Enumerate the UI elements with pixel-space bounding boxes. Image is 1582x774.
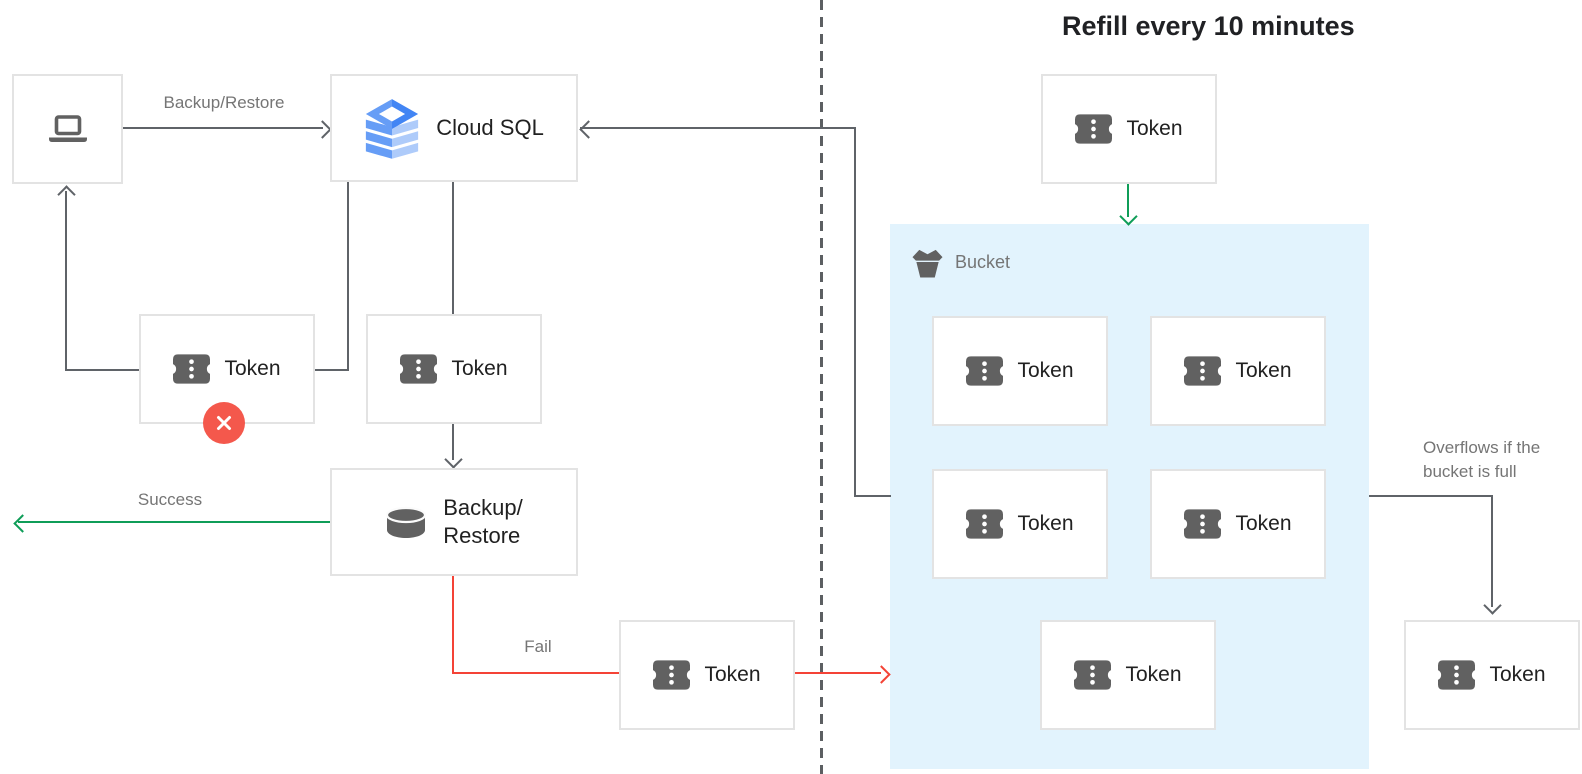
edge-label-backup-restore: Backup/Restore [163, 93, 285, 112]
token-box-consume: Token [366, 314, 542, 424]
token-icon [966, 356, 1004, 386]
edge-bucket-to-cloudsql-stub [854, 495, 891, 497]
edge-fail-vertical [452, 576, 454, 674]
bucket-tag: Bucket [911, 247, 1010, 278]
token-box-fail: Token [619, 620, 795, 730]
edge-client-to-cloudsql [123, 127, 323, 129]
token-icon [173, 354, 211, 384]
token-icon [1184, 356, 1222, 386]
token-label: Token [224, 357, 281, 380]
edge-returned-token-to-client-horizontal [66, 369, 140, 371]
edge-refill [1127, 184, 1129, 217]
token-label: Token [1235, 359, 1292, 382]
edge-overflow-horizontal [1369, 495, 1492, 497]
edge-returned-token-to-client-vertical [65, 191, 67, 371]
token-box-returned: Token [139, 314, 315, 444]
bucket-token-3: Token [932, 469, 1108, 579]
backup-label-line2: Restore [443, 523, 521, 548]
token-label: Token [1125, 663, 1182, 686]
token-label: Token [1489, 663, 1546, 686]
cloud-sql-icon [364, 97, 420, 159]
edge-label-success: Success [137, 490, 203, 509]
edge-fail-horizontal [452, 672, 619, 674]
edge-success [18, 521, 330, 523]
token-label: Token [1017, 512, 1074, 535]
arrowhead-refill-into-bucket [1119, 207, 1138, 226]
database-icon [385, 506, 427, 539]
token-label: Token [704, 663, 761, 686]
edge-bucket-to-cloudsql-vertical [854, 127, 856, 497]
token-label: Token [1017, 359, 1074, 382]
refill-title: Refill every 10 minutes [1062, 11, 1355, 41]
arrowhead-fail-into-bucket [872, 665, 891, 684]
bucket-token-2: Token [1150, 316, 1326, 426]
bucket-icon [911, 247, 944, 278]
arrowhead-overflow [1483, 596, 1502, 615]
edge-label-fail: Fail [524, 637, 552, 656]
edge-token-to-backup [452, 424, 454, 460]
client-box [12, 74, 123, 184]
token-icon [1075, 114, 1113, 144]
edge-label-overflow: Overflows if the bucket is full [1423, 436, 1540, 484]
error-icon [203, 402, 245, 444]
overflow-label-line1: Overflows if the [1423, 438, 1541, 457]
arrowhead-into-cloudsql-right [579, 120, 598, 139]
token-label: Token [1235, 512, 1292, 535]
edge-bucket-to-cloudsql-top [580, 127, 856, 129]
backup-label-line1: Backup/ [443, 495, 523, 520]
edge-cloudsql-to-token [452, 182, 454, 314]
backup-restore-label: Backup/ Restore [443, 494, 523, 550]
bucket-token-5: Token [1040, 620, 1216, 730]
cloud-sql-label: Cloud SQL [436, 115, 544, 140]
arrowhead-into-cloudsql-left [313, 120, 332, 139]
laptop-icon [48, 115, 88, 143]
edge-cloudsql-to-returned-token-stub [315, 369, 349, 371]
cloud-sql-box: Cloud SQL [330, 74, 578, 182]
arrowhead-into-client [57, 185, 76, 204]
token-icon [966, 509, 1004, 539]
edge-cloudsql-to-returned-token-vertical [347, 182, 349, 371]
token-icon [1074, 660, 1112, 690]
divider-dashed-line [820, 0, 823, 774]
bucket-label: Bucket [955, 252, 1011, 272]
token-icon [653, 660, 691, 690]
edge-overflow-vertical [1491, 495, 1493, 607]
token-label: Token [1126, 117, 1183, 140]
bucket-token-4: Token [1150, 469, 1326, 579]
token-icon [1184, 509, 1222, 539]
arrowhead-into-backup [444, 450, 463, 469]
overflow-label-line2: bucket is full [1423, 462, 1517, 481]
backup-restore-box: Backup/ Restore [330, 468, 578, 576]
bucket-token-1: Token [932, 316, 1108, 426]
token-icon [400, 354, 438, 384]
token-label: Token [451, 357, 508, 380]
edge-fail-token-to-bucket [795, 672, 881, 674]
token-box-refill: Token [1041, 74, 1217, 184]
arrowhead-success [13, 514, 32, 533]
token-icon [1438, 660, 1476, 690]
token-box-overflow: Token [1404, 620, 1580, 730]
